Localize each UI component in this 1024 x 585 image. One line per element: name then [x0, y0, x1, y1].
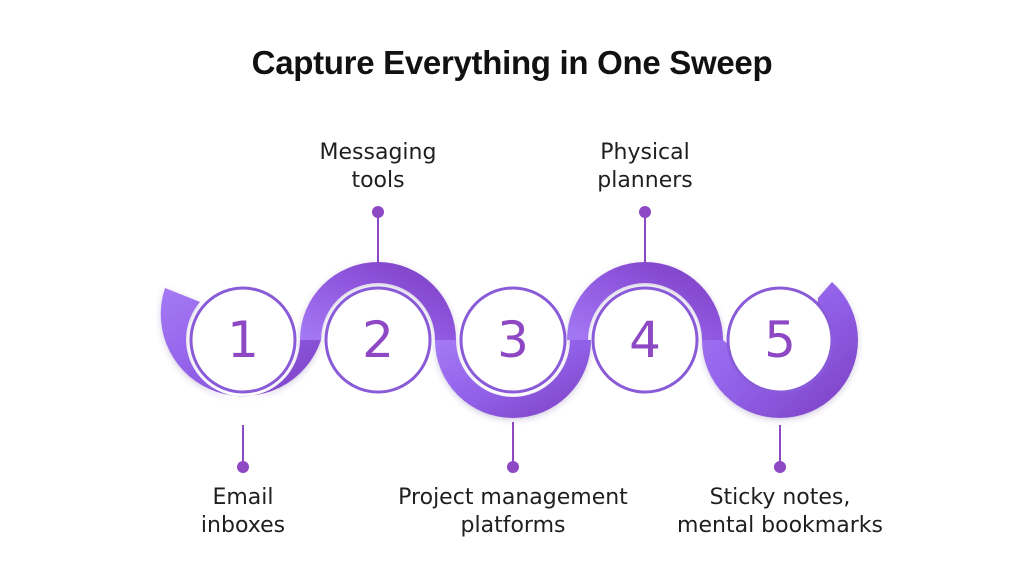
band-segment-1 [160, 288, 321, 397]
step-label-3: Project management platforms [368, 484, 658, 540]
step-circles [189, 286, 834, 394]
step-label-1: Email inboxes [113, 484, 373, 540]
step-number-1: 1 [227, 311, 259, 369]
connector-dot-4 [639, 206, 651, 218]
step-label-3-line-2: platforms [460, 513, 566, 538]
step-label-1-line-1: Email [212, 485, 274, 510]
step-number-3: 3 [497, 311, 529, 369]
step-label-2-line-1: Messaging [319, 140, 437, 165]
step-label-4: Physical planners [515, 139, 775, 195]
step-circle-4 [591, 286, 699, 394]
connector-dot-1 [237, 461, 249, 473]
step-circle-1 [189, 286, 297, 394]
band-segment-3 [435, 340, 591, 418]
step-number-4: 4 [629, 311, 661, 369]
step-label-3-line-1: Project management [398, 485, 628, 510]
step-label-2-line-2: tools [351, 168, 405, 193]
connector-dot-3 [507, 461, 519, 473]
connectors [237, 206, 786, 473]
connector-dot-2 [372, 206, 384, 218]
step-label-4-line-1: Physical [600, 140, 690, 165]
step-label-4-line-2: planners [597, 168, 693, 193]
step-number-2: 2 [362, 311, 394, 369]
diagram-title: Capture Everything in One Sweep [251, 44, 773, 81]
step-label-5-line-1: Sticky notes, [709, 485, 851, 510]
band-segment-4 [567, 262, 723, 340]
step-label-5: Sticky notes, mental bookmarks [650, 484, 910, 540]
band-segment-2 [300, 262, 456, 340]
step-circle-2 [324, 286, 432, 394]
step-label-2: Messaging tools [248, 139, 508, 195]
step-circle-5 [726, 286, 834, 394]
step-number-5: 5 [764, 311, 796, 369]
connector-dot-5 [774, 461, 786, 473]
step-label-1-line-2: inboxes [200, 513, 286, 538]
step-circle-3 [459, 286, 567, 394]
step-label-5-line-2: mental bookmarks [677, 513, 883, 538]
